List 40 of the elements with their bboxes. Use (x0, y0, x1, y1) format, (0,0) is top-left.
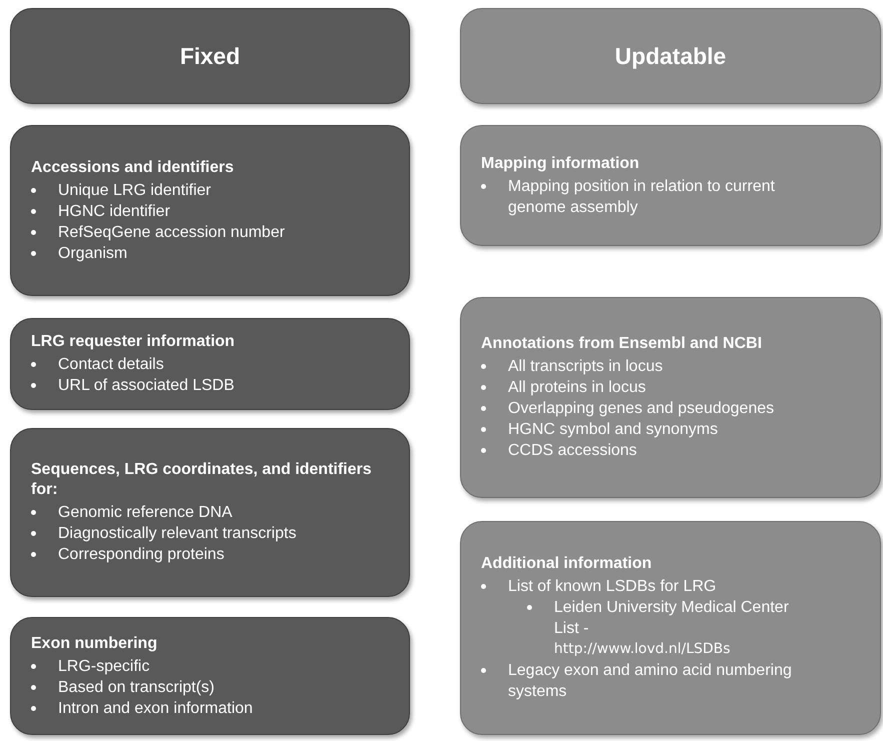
list-item: Diagnostically relevant transcripts (58, 524, 296, 544)
info-box (460, 297, 881, 498)
list-item: URL of associated LSDB (58, 376, 234, 396)
section-heading: Accessions and identifiers (31, 158, 235, 178)
info-box (10, 318, 410, 410)
section-heading: Sequences, LRG coordinates, and identifiers for: (31, 460, 373, 500)
info-box (10, 428, 410, 597)
list-item: Contact details (58, 355, 164, 375)
section-heading: Annotations from Ensembl and NCBI (481, 334, 763, 354)
list-item: Legacy exon and amino acid numbering systems (508, 661, 793, 702)
info-box (460, 125, 881, 246)
section-heading: LRG requester information (31, 332, 236, 352)
column-heading: Updatable (614, 42, 726, 71)
info-box (460, 521, 881, 735)
section-heading: Mapping information (481, 154, 640, 174)
info-box (10, 125, 410, 296)
list-item: LRG-specific (58, 656, 150, 676)
header-box (10, 8, 410, 104)
list-item: Intron and exon information (58, 698, 253, 718)
list-item: List of known LSDBs for LRG (508, 577, 716, 597)
list-item: All proteins in locus (508, 378, 646, 398)
column-heading: Fixed (180, 42, 240, 71)
list-item: Leiden University Medical Center List - (554, 598, 790, 639)
header-box (460, 8, 881, 104)
list-item: HGNC identifier (58, 202, 170, 222)
list-item: All transcripts in locus (508, 357, 663, 377)
list-item: CCDS accessions (508, 441, 637, 461)
list-item: Corresponding proteins (58, 545, 224, 565)
list-item: Unique LRG identifier (58, 180, 211, 200)
list-item: Organism (58, 244, 128, 264)
list-item: Genomic reference DNA (58, 503, 232, 523)
list-item: Mapping position in relation to current genome assembly (508, 176, 776, 218)
list-item: RefSeqGene accession number (58, 222, 285, 242)
list-item: Overlapping genes and pseudogenes (508, 399, 774, 419)
web-address: http://www.lovd.nl/LSDBs (554, 640, 732, 659)
section-heading: Exon numbering (31, 634, 158, 654)
list-item: HGNC symbol and synonyms (508, 420, 718, 440)
list-item: Based on transcript(s) (58, 678, 215, 698)
info-box (10, 617, 410, 735)
section-heading: Additional information (481, 554, 653, 574)
